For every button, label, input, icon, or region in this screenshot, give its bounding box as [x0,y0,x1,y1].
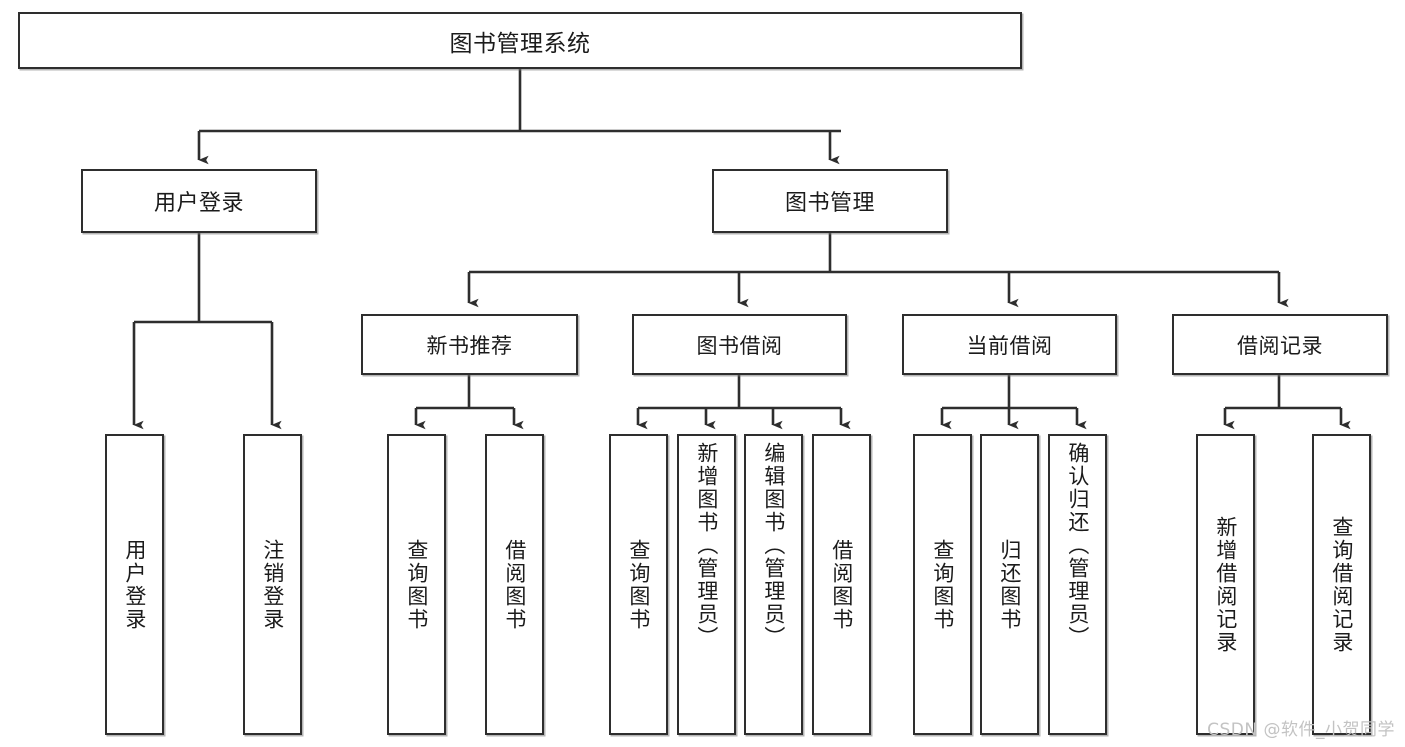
node-label: 借阅图书 [502,538,527,631]
leaf-query-book-new[interactable]: 查询图书 [387,434,446,735]
node-label: 新增借阅记录 [1213,515,1238,654]
node-label: 查询图书 [930,538,955,631]
leaf-return-book[interactable]: 归还图书 [980,434,1039,735]
node-label: 用户登录 [122,538,147,631]
node-user-login[interactable]: 用户登录 [81,169,317,233]
node-label: 当前借阅 [966,333,1053,358]
leaf-query-borrow-record[interactable]: 查询借阅记录 [1312,434,1371,735]
node-book-management-system[interactable]: 图书管理系统 [18,12,1022,69]
leaf-borrow-book-new[interactable]: 借阅图书 [485,434,544,735]
leaf-edit-book-admin[interactable]: 编辑图书（管理员） [744,434,803,735]
node-label: 新书推荐 [426,333,513,358]
node-label: 查询图书 [404,538,429,631]
leaf-add-book-admin[interactable]: 新增图书（管理员） [677,434,736,735]
node-borrow-record[interactable]: 借阅记录 [1172,314,1388,375]
node-label: 图书借阅 [696,333,783,358]
node-label: 图书管理 [784,191,875,216]
node-label: 图书管理系统 [449,30,591,57]
node-label: 查询图书 [626,538,651,631]
leaf-confirm-return-admin[interactable]: 确认归还（管理员） [1048,434,1107,735]
node-label: 确认归还（管理员） [1065,442,1090,649]
leaf-query-book-borrow[interactable]: 查询图书 [609,434,668,735]
leaf-user-login[interactable]: 用户登录 [105,434,164,735]
node-new-book-recommend[interactable]: 新书推荐 [361,314,578,375]
node-label: 查询借阅记录 [1329,515,1354,654]
node-label: 归还图书 [997,538,1022,631]
node-label: 注销登录 [260,538,285,631]
leaf-query-book-current[interactable]: 查询图书 [913,434,972,735]
leaf-logout-login[interactable]: 注销登录 [243,434,302,735]
leaf-borrow-book[interactable]: 借阅图书 [812,434,871,735]
node-label: 借阅图书 [829,538,854,631]
node-label: 借阅记录 [1237,333,1323,358]
leaf-add-borrow-record[interactable]: 新增借阅记录 [1196,434,1255,735]
node-book-management[interactable]: 图书管理 [712,169,948,233]
node-current-borrow[interactable]: 当前借阅 [902,314,1117,375]
node-label: 新增图书（管理员） [694,442,719,649]
node-book-borrow[interactable]: 图书借阅 [632,314,847,375]
node-label: 编辑图书（管理员） [761,442,786,649]
node-label: 用户登录 [153,191,244,216]
